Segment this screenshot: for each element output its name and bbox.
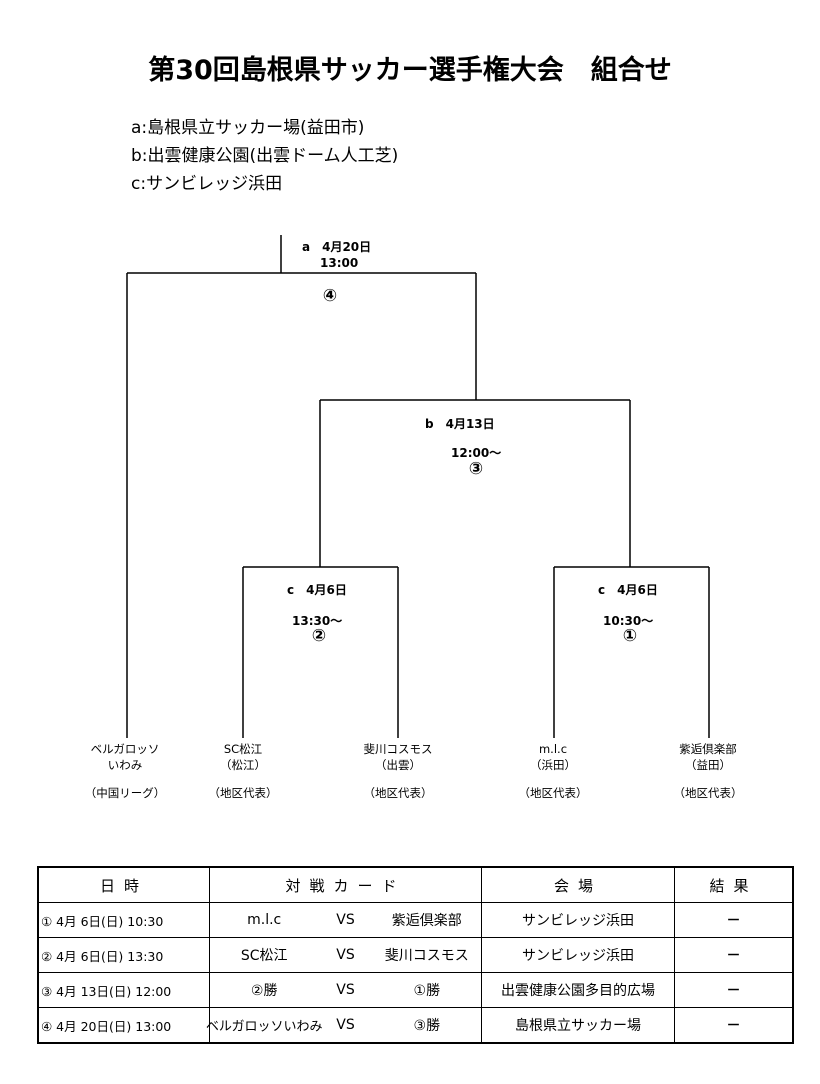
- qf2-time: 13:30～: [292, 614, 343, 628]
- team-region: （松江）: [220, 758, 266, 772]
- semi-date: b 4月13日: [425, 417, 495, 431]
- team-region: （浜田）: [530, 758, 576, 772]
- home-team: ベルガロッソいわみ: [205, 1019, 323, 1035]
- team-qualification: （地区代表）: [673, 786, 743, 800]
- result-cell: －: [674, 937, 794, 973]
- team-qualification: （地区代表）: [363, 786, 433, 800]
- qf2-number: ②: [311, 626, 327, 646]
- table-row: ② 4月 6日(日) 13:30 SC松江 VS 斐川コスモス サンビレッジ浜田 －: [37, 937, 794, 973]
- vs-label: VS: [336, 912, 355, 928]
- venue-b: b:出雲健康公園(出雲ドーム人工芝): [131, 146, 399, 166]
- team-qualification: （中国リーグ）: [84, 786, 166, 800]
- venue-cell: サンビレッジ浜田: [481, 937, 675, 973]
- qf2-date: c 4月6日: [287, 583, 347, 597]
- header-match: 対戦カード: [209, 866, 482, 903]
- match-cell: m.l.c VS 紫逅倶楽部: [209, 902, 482, 938]
- team-entry: m.l.c （浜田）: [530, 741, 576, 773]
- team-qualification: （地区代表）: [518, 786, 588, 800]
- match-cell: ②勝 VS ①勝: [209, 972, 482, 1008]
- semi-number: ③: [468, 459, 484, 479]
- final-time: 13:00: [320, 256, 359, 270]
- venue-cell: 出雲健康公園多目的広場: [481, 972, 675, 1008]
- home-team: m.l.c: [247, 912, 282, 928]
- venue-cell: 島根県立サッカー場: [481, 1007, 675, 1044]
- vs-label: VS: [336, 947, 355, 963]
- away-team: ①勝: [413, 983, 441, 999]
- result-cell: －: [674, 972, 794, 1008]
- home-team: ②勝: [250, 983, 278, 999]
- datetime-cell: ② 4月 6日(日) 13:30: [37, 937, 210, 973]
- bracket-lines: [126, 235, 710, 738]
- final-date: a 4月20日: [302, 240, 372, 254]
- team-entry: ベルガロッソいわみ: [91, 741, 160, 773]
- team-entry: SC松江 （松江）: [220, 741, 266, 773]
- datetime-cell: ④ 4月 20日(日) 13:00: [37, 1007, 210, 1044]
- team-name: m.l.c: [538, 742, 568, 756]
- team-region: （出雲）: [375, 758, 421, 772]
- table-header: 日時 対戦カード 会場 結果: [37, 866, 794, 903]
- qf1-date: c 4月6日: [598, 583, 658, 597]
- team-entry: 紫逅倶楽部 （益田）: [679, 741, 737, 773]
- semi-time: 12:00～: [451, 446, 502, 460]
- venue-a: a:島根県立サッカー場(益田市): [131, 118, 365, 138]
- table-row: ① 4月 6日(日) 10:30 m.l.c VS 紫逅倶楽部 サンビレッジ浜田 －: [37, 902, 794, 938]
- vs-label: VS: [336, 982, 355, 998]
- datetime-cell: ③ 4月 13日(日) 12:00: [37, 972, 210, 1008]
- vs-label: VS: [336, 1017, 355, 1033]
- qf1-number: ①: [622, 626, 638, 646]
- header-venue: 会場: [481, 866, 675, 903]
- team-name: SC松江: [223, 742, 263, 756]
- result-cell: －: [674, 1007, 794, 1044]
- header-datetime: 日時: [37, 866, 210, 903]
- header-result: 結果: [674, 866, 794, 903]
- team-name: ベルガロッソ: [90, 742, 160, 756]
- table-row: ③ 4月 13日(日) 12:00 ②勝 VS ①勝 出雲健康公園多目的広場 －: [37, 972, 794, 1008]
- page-title: 第30回島根県サッカー選手権大会 組合せ: [148, 55, 672, 86]
- venue-cell: サンビレッジ浜田: [481, 902, 675, 938]
- team-name: 紫逅倶楽部: [679, 742, 737, 756]
- away-team: 紫逅倶楽部: [391, 913, 462, 929]
- away-team: 斐川コスモス: [384, 948, 469, 964]
- qf1-time: 10:30～: [603, 614, 654, 628]
- table-row: ④ 4月 20日(日) 13:00 ベルガロッソいわみ VS ③勝 島根県立サッカー…: [37, 1007, 794, 1044]
- team-name: 斐川コスモス: [363, 742, 433, 756]
- away-team: ③勝: [413, 1018, 441, 1034]
- team-region: （益田）: [685, 758, 731, 772]
- datetime-cell: ① 4月 6日(日) 10:30: [37, 902, 210, 938]
- team-entry: 斐川コスモス （出雲）: [364, 741, 433, 773]
- home-team: SC松江: [240, 948, 288, 964]
- final-number: ④: [322, 286, 338, 306]
- team-qualification: （地区代表）: [208, 786, 278, 800]
- match-cell: SC松江 VS 斐川コスモス: [209, 937, 482, 973]
- team-name-line2: いわみ: [107, 758, 143, 772]
- result-cell: －: [674, 902, 794, 938]
- match-cell: ベルガロッソいわみ VS ③勝: [206, 1007, 482, 1044]
- venue-c: c:サンビレッジ浜田: [131, 174, 283, 194]
